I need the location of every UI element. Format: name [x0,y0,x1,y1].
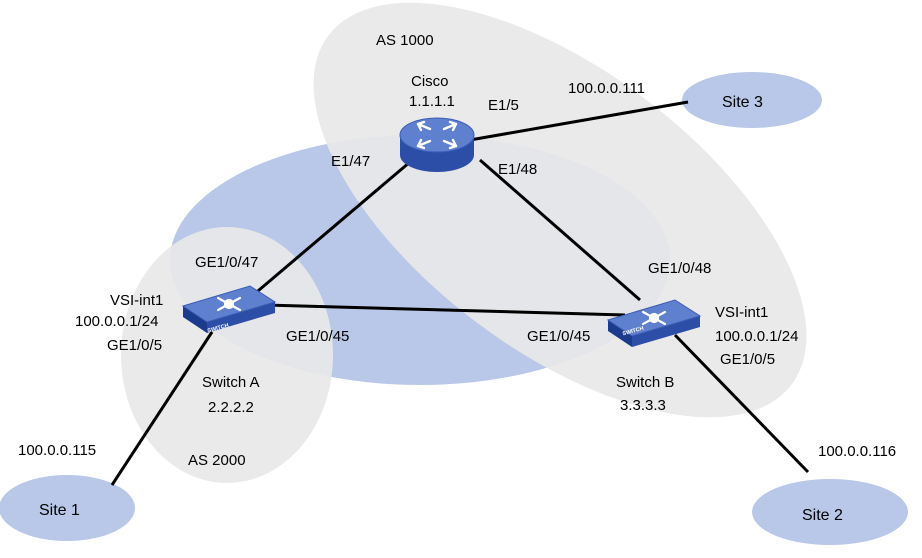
link-switch-a-switch-b [264,303,626,317]
switch-b-port-ge1-0-48: GE1/0/48 [648,260,711,277]
router-icon [399,117,475,172]
switch-b-name: Switch B [616,374,674,391]
site3-cloud[interactable] [682,72,822,128]
site1-cloud[interactable] [0,475,135,541]
cisco-router[interactable] [399,117,475,172]
switch-b-port-ge1-0-5: GE1/0/5 [720,351,775,368]
switch-a-vsi: VSI-int1 [110,292,163,309]
site3-label: Site 3 [722,94,763,111]
as2000-region [121,227,333,483]
site2-label: Site 2 [802,507,843,524]
site2-address: 100.0.0.116 [818,443,896,460]
link-cisco-switch-b [479,158,641,302]
as2000-label: AS 2000 [188,452,246,469]
switch-icon [606,299,702,347]
site1-label: Site 1 [39,502,80,519]
cisco-port-e1-48: E1/48 [498,161,537,178]
switch-b-port-ge1-0-45: GE1/0/45 [527,328,590,345]
site2-cloud[interactable] [752,479,908,545]
switch-a[interactable]: SWITCH [181,285,277,335]
site1-address: 100.0.0.115 [18,442,96,459]
switch-a-router-id: 2.2.2.2 [208,399,254,416]
link-cisco-switch-a [251,160,411,298]
switch-a-port-ge1-0-47: GE1/0/47 [195,254,258,271]
switch-b-badge: SWITCH [622,326,645,338]
switch-icon [181,285,277,333]
switch-b-vsi-ip: 100.0.0.1/24 [715,328,798,345]
switch-a-name: Switch A [202,374,260,391]
link-switch-b-site2 [673,333,810,474]
switch-b[interactable]: SWITCH [606,299,702,347]
switch-b-vsi: VSI-int1 [715,304,768,321]
cisco-name: Cisco [411,73,449,90]
as1000-label: AS 1000 [376,32,434,49]
link-switch-a-site1 [110,331,214,486]
switch-a-vsi-ip: 100.0.0.1/24 [75,313,158,330]
cisco-port-e1-47: E1/47 [331,153,370,170]
switch-a-port-ge1-0-45: GE1/0/45 [286,328,349,345]
site3-address: 100.0.0.111 [568,80,645,97]
switch-a-port-ge1-0-5: GE1/0/5 [107,337,162,354]
switch-a-badge: SWITCH [207,323,230,335]
cisco-router-id: 1.1.1.1 [409,93,455,110]
link-cisco-site3 [469,100,689,142]
cisco-port-e1-5: E1/5 [488,97,519,114]
switch-b-router-id: 3.3.3.3 [620,397,666,414]
